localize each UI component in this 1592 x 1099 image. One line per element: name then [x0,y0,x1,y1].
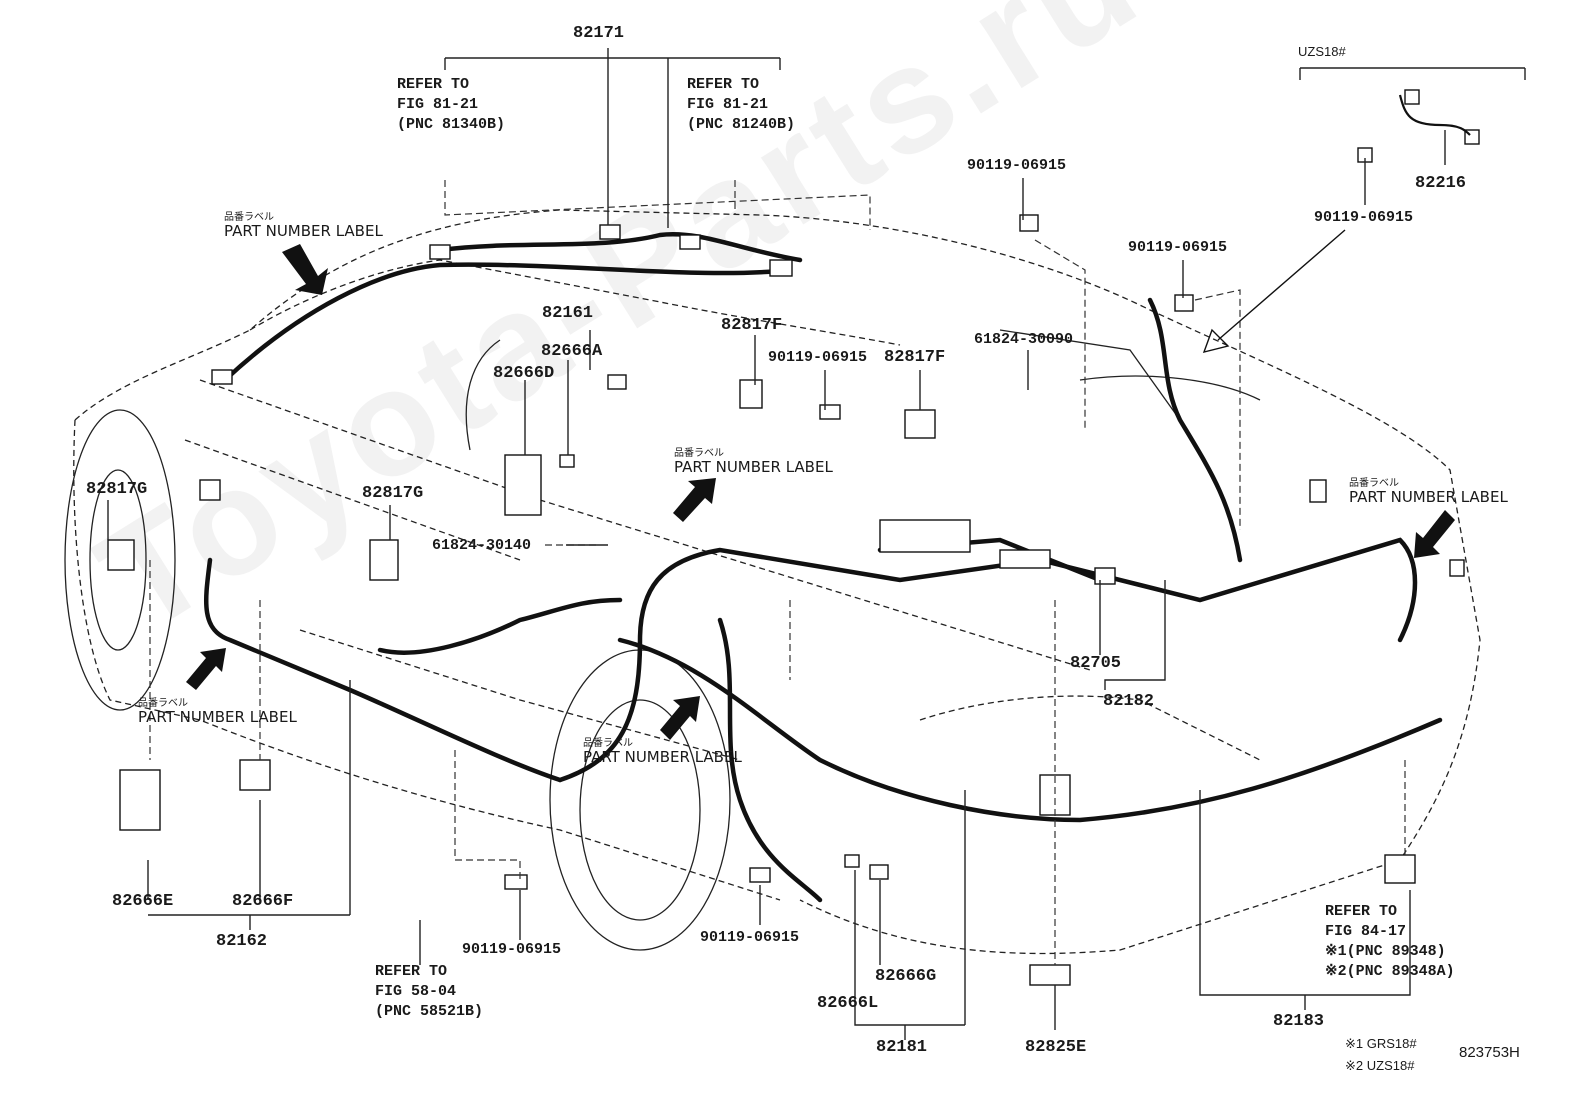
part-82183: 82183 [1273,1012,1325,1031]
diagram-code: 823753H [1459,1044,1520,1061]
part-82666L: 82666L [817,994,879,1013]
wheels [64,329,1261,951]
part-number-label-jp: 品番ラベル [1349,478,1399,489]
label-arrows [186,244,1455,740]
outline-arrow [1202,229,1346,353]
variant-header: UZS18# [1298,44,1346,59]
part-82666F: 82666F [232,892,294,911]
part-82666G: 82666G [875,967,937,986]
part-number-label-jp: 品番ラベル [583,738,633,749]
part-number-label-jp: 品番ラベル [224,212,274,223]
leader-dashed [149,180,1406,965]
part-number-label-center: 品番ラベル PART NUMBER LABEL [674,448,833,476]
part-number-label-jp: 品番ラベル [138,698,188,709]
part-82817G-2: 82817G [362,484,424,503]
part-number-label-en: PART NUMBER LABEL [224,222,383,240]
part-number-label-en: PART NUMBER LABEL [1349,488,1508,506]
part-number-label-tunnel: 品番ラベル PART NUMBER LABEL [583,738,742,766]
part-82666D: 82666D [493,364,555,383]
part-number-label-roof: 品番ラベル PART NUMBER LABEL [224,212,383,240]
part-82705: 82705 [1070,654,1122,673]
part-82181: 82181 [876,1038,928,1057]
part-90119-a: 90119-06915 [967,157,1067,174]
ref-fig-81-21-b: REFER TO FIG 81-21 (PNC 81240B) [687,76,796,133]
part-82216: 82216 [1415,174,1467,193]
part-82817F-2: 82817F [884,348,946,367]
leader-solid [107,48,1526,1040]
part-90119-b: 90119-06915 [1314,209,1414,226]
part-90119-e: 90119-06915 [462,941,562,958]
sensor-harness-82216 [1398,94,1471,136]
part-82666E: 82666E [112,892,174,911]
part-82182: 82182 [1103,692,1155,711]
part-90119-d: 90119-06915 [768,349,868,366]
part-90119-c: 90119-06915 [1128,239,1228,256]
footnote-1: ※1 GRS18# [1345,1036,1417,1051]
part-90119-f: 90119-06915 [700,929,800,946]
part-number-label-en: PART NUMBER LABEL [583,748,742,766]
ref-fig-58-04: REFER TO FIG 58-04 (PNC 58521B) [375,963,484,1020]
part-82161: 82161 [542,304,594,323]
part-82171: 82171 [573,24,625,43]
part-82817G-1: 82817G [86,480,148,499]
part-82825E: 82825E [1025,1038,1087,1057]
part-number-label-floor: 品番ラベル PART NUMBER LABEL [138,698,297,726]
part-number-label-rear: 品番ラベル PART NUMBER LABEL [1349,478,1508,506]
part-number-label-jp: 品番ラベル [674,448,724,459]
part-82666A: 82666A [541,342,603,361]
connectors [107,89,1480,986]
part-number-label-en: PART NUMBER LABEL [138,708,297,726]
part-61824-30140: 61824-30140 [432,537,532,554]
part-61824-30090: 61824-30090 [974,331,1074,348]
ref-fig-81-21-a: REFER TO FIG 81-21 (PNC 81340B) [397,76,506,133]
part-number-label-en: PART NUMBER LABEL [674,458,833,476]
ref-fig-84-17: REFER TO FIG 84-17 ※1(PNC 89348) ※2(PNC … [1325,903,1455,980]
footnote-2: ※2 UZS18# [1345,1058,1415,1073]
part-82817F-1: 82817F [721,316,783,335]
part-82162: 82162 [216,932,268,951]
